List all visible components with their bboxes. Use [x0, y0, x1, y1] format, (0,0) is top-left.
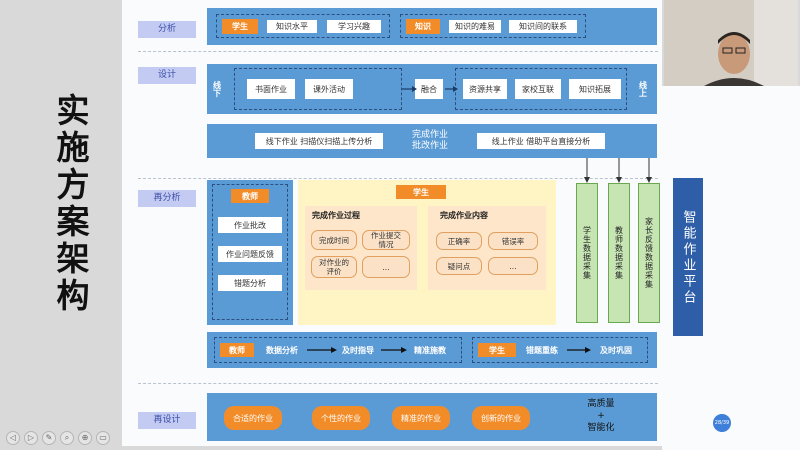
design-offline-group [234, 68, 402, 110]
process-item: ... [362, 256, 410, 278]
analysis-student-group [216, 14, 390, 38]
redesign-item: 创新的作业 [472, 406, 530, 430]
design-online-label: 线上 [638, 81, 648, 97]
process-item: 对作业的 评价 [311, 256, 357, 278]
content-item: 错误率 [488, 232, 538, 250]
teacher-group [212, 184, 288, 320]
content-item: 正确率 [436, 232, 482, 250]
redesign-result: 高质量 + 智能化 [587, 399, 615, 433]
process-item: 作业提交 情况 [362, 230, 410, 250]
redesign-item: 合适的作业 [224, 406, 282, 430]
collect-student: 学生数据采集 [576, 183, 598, 323]
flow-teacher-group [214, 337, 462, 363]
design-item: 资源共享 [462, 78, 508, 100]
analysis-student-tag: 学生 [222, 19, 258, 34]
presenter-avatar [664, 0, 798, 86]
analysis-item: 知识的难易 [448, 19, 502, 34]
flow-step: 错题重练 [526, 345, 558, 355]
flow-arrows [307, 347, 591, 353]
row-label-analysis: 分析 [138, 21, 196, 38]
row-divider [138, 51, 658, 52]
row-divider [138, 383, 658, 384]
collect-arrows [584, 158, 652, 183]
webcam-video[interactable] [664, 0, 798, 86]
page-badge: 28/39 [713, 414, 731, 432]
collect-parent: 家长反馈数据采集 [638, 183, 660, 323]
analysis-item: 知识间的联系 [508, 19, 578, 34]
content-item: ... [488, 257, 538, 275]
complete-online-box: 线上作业 借助平台直接分析 [476, 132, 606, 150]
design-item: 书面作业 [246, 78, 296, 100]
analysis-item: 学习兴趣 [326, 19, 382, 34]
row-label-reanalysis: 再分析 [138, 190, 196, 207]
flow-student-tag: 学生 [478, 343, 516, 357]
student-tag: 学生 [396, 185, 446, 199]
redesign-item: 个性的作业 [312, 406, 370, 430]
row-label-redesign: 再设计 [138, 412, 196, 429]
teacher-item: 作业问题反馈 [217, 245, 283, 263]
teacher-item: 错题分析 [217, 274, 283, 292]
teacher-item: 作业批改 [217, 216, 283, 234]
design-item: 家校互联 [514, 78, 562, 100]
flow-student-group [472, 337, 648, 363]
design-item: 课外活动 [304, 78, 354, 100]
process-item: 完成时间 [311, 230, 357, 250]
analysis-item: 知识水平 [266, 19, 318, 34]
flow-step: 精准施教 [414, 345, 446, 355]
analysis-knowledge-tag: 知识 [406, 19, 440, 34]
complete-offline-box: 线下作业 扫描仪扫描上传分析 [254, 132, 384, 150]
flow-step: 及时指导 [342, 345, 374, 355]
platform-label: 智能作业平台 [680, 210, 696, 306]
pen-icon[interactable]: ✎ [42, 431, 56, 445]
flow-step: 数据分析 [266, 345, 298, 355]
redesign-item: 精准的作业 [392, 406, 450, 430]
design-item: 知识拓展 [568, 78, 622, 100]
row-label-design: 设计 [138, 67, 196, 84]
flow-teacher-tag: 教师 [220, 343, 254, 357]
search-icon[interactable]: ⌕ [60, 431, 74, 445]
content-item: 疑问点 [436, 257, 482, 275]
student-content-title: 完成作业内容 [440, 211, 488, 220]
screen-icon[interactable]: ▭ [96, 431, 110, 445]
complete-center-text: 完成作业 批改作业 [411, 130, 448, 151]
collect-teacher: 教师数据采集 [608, 183, 630, 323]
platform-box [673, 178, 703, 336]
zoom-icon[interactable]: ⊕ [78, 431, 92, 445]
design-arrows [402, 86, 458, 92]
analysis-knowledge-group [400, 14, 586, 38]
row-divider [138, 178, 658, 179]
student-process-title: 完成作业过程 [312, 211, 360, 220]
next-icon[interactable]: ▷ [24, 431, 38, 445]
page-title: 实施方案架构 [56, 91, 90, 315]
design-merge: 融合 [414, 78, 444, 100]
design-offline-label: 线下 [212, 81, 222, 97]
prev-icon[interactable]: ◁ [6, 431, 20, 445]
flow-step: 及时巩固 [600, 345, 632, 355]
teacher-tag: 教师 [231, 189, 269, 203]
